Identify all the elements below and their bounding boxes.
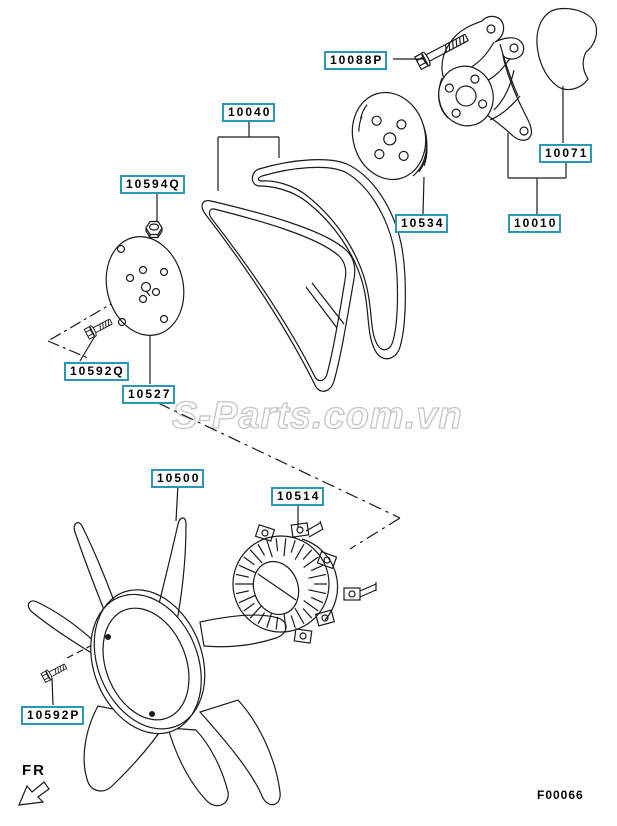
- fan-bolt-drawing: [40, 663, 68, 684]
- water-pump-drawing: [438, 15, 533, 141]
- flange-nut-drawing: [145, 220, 163, 239]
- part-label-10592P[interactable]: 10592P: [21, 706, 85, 725]
- fan-clutch-drawing: [232, 520, 377, 644]
- orientation-label: FR: [22, 762, 46, 779]
- mounting-bolt-drawing: [413, 33, 469, 71]
- figure-code: F00066: [537, 788, 584, 802]
- part-label-10592Q[interactable]: 10592Q: [64, 362, 129, 381]
- plate-bolt-drawing: [83, 318, 113, 340]
- watermark: S-Parts.com.vn: [172, 395, 463, 437]
- part-label-10500[interactable]: 10500: [151, 469, 205, 488]
- fr-arrow-icon: [18, 781, 50, 806]
- part-label-10527[interactable]: 10527: [122, 385, 176, 404]
- part-label-10514[interactable]: 10514: [271, 487, 325, 506]
- part-label-10594Q[interactable]: 10594Q: [120, 175, 185, 194]
- part-label-10071[interactable]: 10071: [539, 144, 593, 163]
- gasket-drawing: [536, 7, 598, 91]
- leader-lines: [51, 58, 567, 706]
- part-label-10010[interactable]: 10010: [508, 214, 562, 233]
- part-label-10534[interactable]: 10534: [395, 214, 449, 233]
- part-label-10040[interactable]: 10040: [222, 103, 276, 122]
- centerline-right: [157, 402, 401, 550]
- part-label-10088P[interactable]: 10088P: [324, 51, 388, 70]
- fan-spacer-plate-drawing: [105, 236, 185, 336]
- fan-blade-drawing: [27, 517, 287, 807]
- drive-belt-drawing: [201, 159, 406, 392]
- water-pump-pulley-drawing: [351, 91, 428, 181]
